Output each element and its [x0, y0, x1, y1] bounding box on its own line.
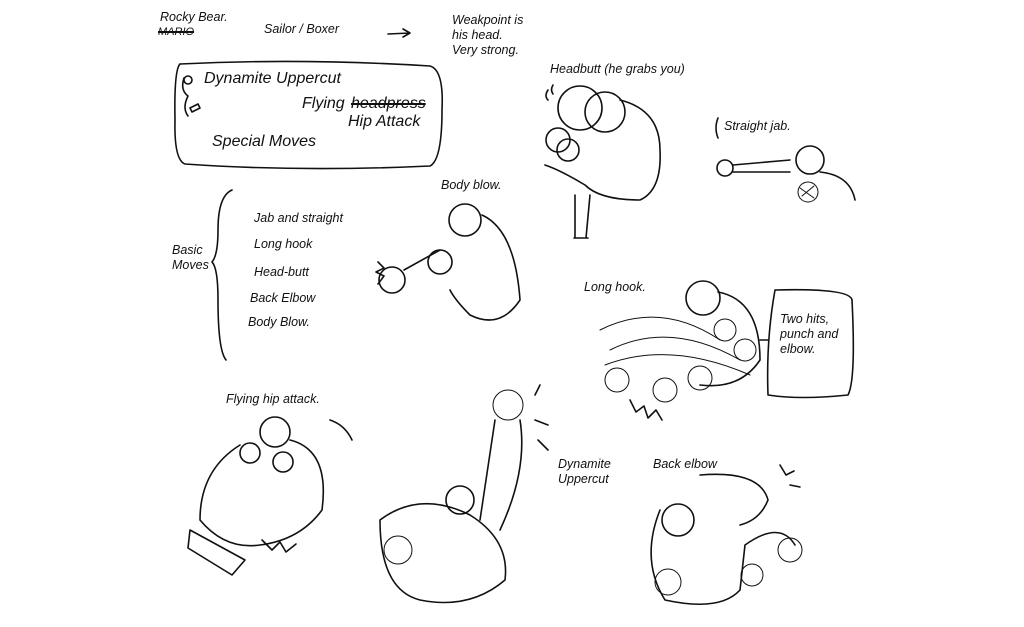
weakpoint-line: Weakpoint is	[452, 13, 524, 27]
note-line: Two hits,	[780, 312, 830, 326]
dynamite-uppercut-sketch	[379, 384, 549, 604]
weakpoint-line: his head.	[452, 28, 503, 42]
headbutt-sketch	[544, 84, 661, 239]
long-hook-sketch	[599, 280, 855, 421]
basic-move-item: Long hook	[254, 237, 313, 251]
special-moves-title: Special Moves	[212, 133, 317, 150]
body-blow-label: Body blow.	[441, 178, 502, 192]
basic-move-item: Body Blow.	[248, 315, 310, 329]
label-line: Uppercut	[558, 472, 609, 486]
special-move-item: Hip Attack	[348, 113, 421, 130]
flying-hip-attack-label: Flying hip attack.	[226, 392, 320, 406]
back-elbow-label: Back elbow	[653, 457, 717, 471]
headbutt-label: Headbutt (he grabs you)	[550, 62, 685, 76]
flying-hip-attack-sketch	[187, 416, 353, 576]
special-move-item: Dynamite Uppercut	[204, 70, 341, 87]
straight-jab-label: Straight jab.	[724, 119, 791, 133]
character-name: Rocky Bear.	[160, 10, 228, 24]
weakpoint-note: Weakpoint is his head. Very strong.	[452, 13, 523, 58]
long-hook-label: Long hook.	[584, 280, 646, 294]
brace-shape	[211, 189, 233, 361]
character-role: Sailor / Boxer	[264, 22, 340, 36]
special-move-crossed-out: headpress	[351, 95, 426, 112]
basic-moves-title-line: Basic	[172, 243, 203, 257]
arrow-icon	[387, 28, 411, 38]
back-elbow-sketch	[650, 464, 803, 605]
basic-move-item: Jab and straight	[254, 211, 343, 225]
note-line: punch and	[780, 327, 839, 341]
straight-jab-sketch	[715, 117, 856, 203]
long-hook-note: Two hits, punch and elbow.	[780, 312, 838, 357]
note-line: elbow.	[780, 342, 816, 356]
note-bubble	[766, 288, 855, 399]
label-line: Dynamite	[558, 457, 611, 471]
dynamite-uppercut-label: Dynamite Uppercut	[558, 457, 611, 487]
special-moves-box	[174, 60, 444, 170]
body-blow-sketch	[375, 203, 521, 321]
special-move-item: Flying	[302, 95, 345, 112]
basic-move-item: Back Elbow	[250, 291, 316, 305]
basic-moves-title-line: Moves	[172, 258, 209, 272]
crossed-out-name: MARIO	[158, 26, 195, 38]
weakpoint-line: Very strong.	[452, 43, 519, 57]
basic-moves-title: Basic Moves	[172, 243, 209, 273]
basic-move-item: Head-butt	[254, 265, 309, 279]
